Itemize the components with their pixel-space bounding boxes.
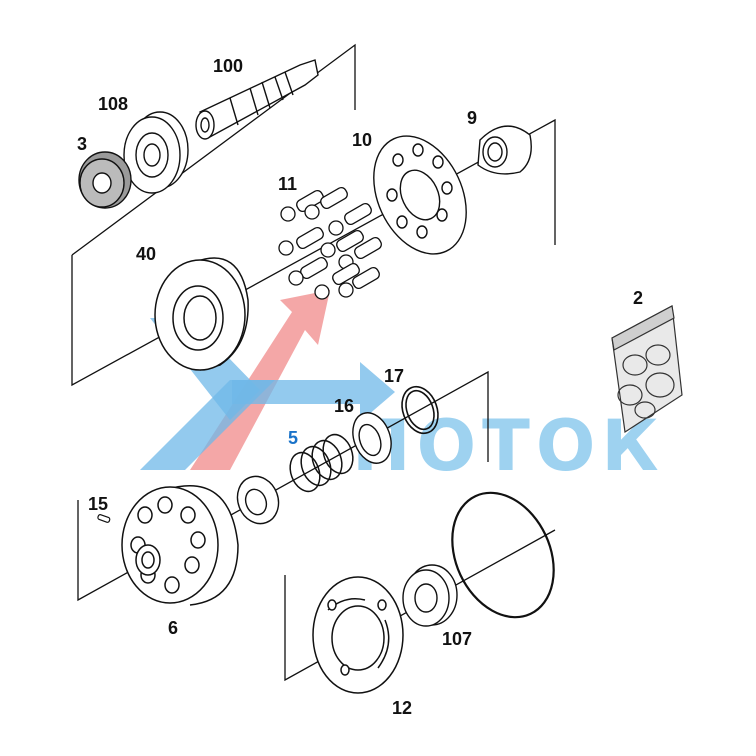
label-3: 3 <box>77 134 87 154</box>
panel-frames <box>71 43 556 682</box>
label-5: 5 <box>288 428 298 448</box>
part-108-bearing <box>123 111 189 194</box>
label-10: 10 <box>352 130 372 150</box>
label-40: 40 <box>136 244 156 264</box>
panel-frame-bottom <box>284 529 556 682</box>
label-16: 16 <box>334 396 354 416</box>
label-9: 9 <box>467 108 477 128</box>
part-o-ring <box>451 491 555 619</box>
part-3-seal <box>78 151 132 209</box>
part-labels: 100 108 3 9 10 11 40 2 17 16 5 15 6 107 … <box>77 56 643 718</box>
panel-frame-top <box>71 118 556 387</box>
part-15-pin <box>97 514 111 523</box>
part-6-cylinder-block <box>121 485 239 606</box>
part-washer <box>236 475 280 525</box>
label-107: 107 <box>442 629 472 649</box>
label-6: 6 <box>168 618 178 638</box>
part-2-seal-kit <box>611 305 683 434</box>
part-5-spring <box>289 433 354 493</box>
label-108: 108 <box>98 94 128 114</box>
label-17: 17 <box>384 366 404 386</box>
watermark-text: ПОТОК <box>352 405 665 487</box>
part-107-bearing <box>402 564 458 627</box>
label-11: 11 <box>278 174 297 194</box>
label-15: 15 <box>88 494 108 514</box>
piston-row-1 <box>280 186 372 236</box>
watermark-bar-blue <box>232 362 395 422</box>
part-11-piston-set <box>278 186 382 300</box>
label-12: 12 <box>392 698 412 718</box>
part-10-retainer-plate <box>373 135 467 255</box>
part-40-swash-plate <box>154 257 249 371</box>
label-2: 2 <box>633 288 643 308</box>
label-100: 100 <box>213 56 243 76</box>
part-100-shaft <box>195 59 319 140</box>
part-16-spacer <box>352 412 392 464</box>
piston-row-3 <box>288 256 380 300</box>
panel-frame-middle <box>77 370 489 602</box>
part-17-snap-ring <box>401 385 439 435</box>
part-9-bushing <box>477 125 532 175</box>
part-12-valve-plate <box>312 576 404 694</box>
